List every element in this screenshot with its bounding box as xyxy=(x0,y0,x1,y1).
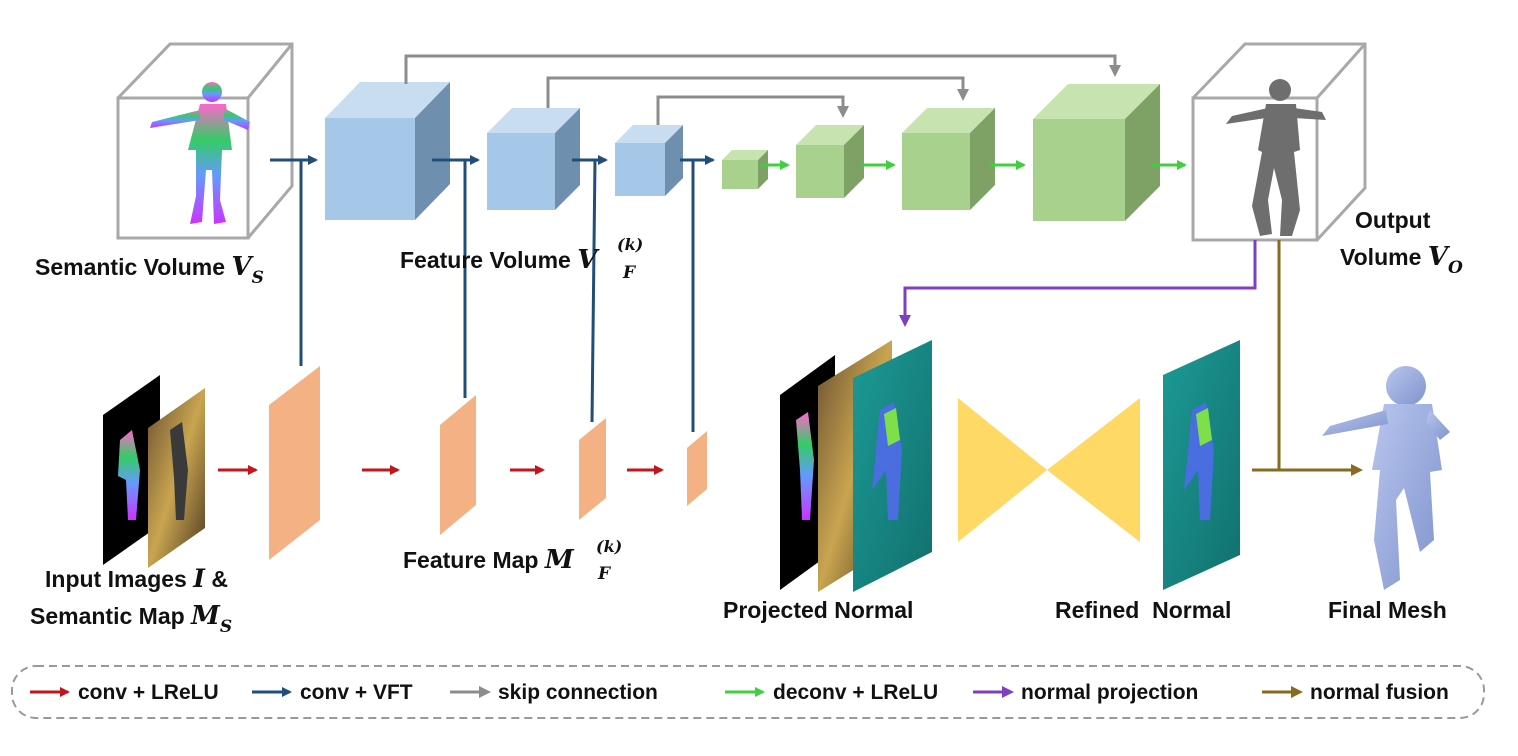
decoder-cube-4 xyxy=(1033,84,1160,221)
decoder-cube-1 xyxy=(722,150,768,189)
refined-normal-label: Refined Normal xyxy=(1055,597,1231,623)
feature-map-superscript: (k) xyxy=(596,537,622,556)
legend-item-conv-lrelu: conv + LReLU xyxy=(30,681,219,704)
feature-volume-label: Feature Volume V xyxy=(400,245,600,275)
input-images-label: Input Images I & xyxy=(45,564,228,593)
skip-connections xyxy=(404,54,1121,125)
encoder-cube-2 xyxy=(487,108,580,210)
legend-item-skip-connection: skip connection xyxy=(450,681,658,704)
encoder-cube-1 xyxy=(325,82,450,220)
refiner-network xyxy=(958,398,1140,542)
decoder-cube-2 xyxy=(796,125,864,198)
feature-map-2 xyxy=(440,395,476,535)
projected-normal-label: Projected Normal xyxy=(723,597,913,623)
feature-map-1 xyxy=(269,366,320,560)
svg-text:deconv + LReLU: deconv + LReLU xyxy=(773,681,938,704)
feature-map-3 xyxy=(579,418,606,520)
final-mesh xyxy=(1322,366,1450,590)
feature-map-4 xyxy=(687,431,707,506)
legend-item-normal-projection: normal projection xyxy=(973,681,1198,704)
semantic-volume-label: Semantic Volume VS xyxy=(35,252,264,288)
feature-map-subscript: F xyxy=(597,564,612,584)
output-volume-label-line1: Output xyxy=(1355,207,1431,233)
decoder-cube-3 xyxy=(902,108,995,210)
conv-vft-arrows xyxy=(270,155,715,432)
legend-item-normal-fusion: normal fusion xyxy=(1262,681,1449,704)
semantic-body-icon xyxy=(150,82,250,224)
encoder-cube-3 xyxy=(615,125,683,196)
final-mesh-label: Final Mesh xyxy=(1328,597,1447,623)
legend-box xyxy=(11,665,1485,719)
projected-normal-stack xyxy=(780,340,932,592)
feature-maps xyxy=(269,366,707,560)
feature-volume-subscript: F xyxy=(622,263,637,283)
output-volume-label-line2: Volume VO xyxy=(1340,242,1463,278)
legend: conv + LReLU conv + VFT skip connection … xyxy=(30,681,1449,704)
legend-item-conv-vft: conv + VFT xyxy=(252,681,413,704)
feature-volume-superscript: (k) xyxy=(617,235,643,254)
svg-text:conv + LReLU: conv + LReLU xyxy=(78,681,219,704)
normal-projection-arrow xyxy=(899,240,1257,327)
svg-text:conv + VFT: conv + VFT xyxy=(300,681,413,704)
legend-item-deconv-lrelu: deconv + LReLU xyxy=(725,681,938,704)
output-body-icon xyxy=(1226,79,1326,236)
svg-text:skip connection: skip connection xyxy=(498,681,658,704)
svg-text:normal projection: normal projection xyxy=(1021,681,1198,704)
normal-fusion-arrows xyxy=(1252,240,1363,476)
feature-map-label: Feature Map M xyxy=(403,545,575,575)
semantic-volume-cube xyxy=(116,42,294,240)
svg-text:normal fusion: normal fusion xyxy=(1310,681,1449,704)
input-semantic-map xyxy=(103,375,160,565)
refined-normal-map xyxy=(1163,340,1240,590)
semantic-map-label: Semantic Map MS xyxy=(30,601,232,637)
input-photo xyxy=(148,388,205,568)
